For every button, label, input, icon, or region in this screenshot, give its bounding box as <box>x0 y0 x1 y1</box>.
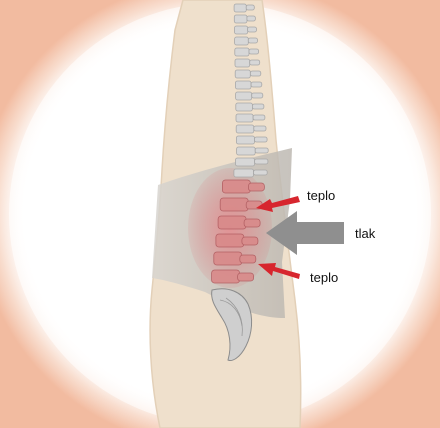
spinous-process <box>249 49 259 54</box>
spinous-process <box>248 38 257 43</box>
spinous-process <box>255 159 268 164</box>
spinous-process <box>247 16 256 21</box>
spinous-process <box>252 104 264 109</box>
lumbar-spinous-process <box>248 183 264 191</box>
lumbar-vertebra <box>212 270 240 283</box>
heat-label-top: teplo <box>307 188 335 203</box>
lumbar-vertebra <box>222 180 250 193</box>
spinous-process <box>251 82 262 87</box>
vertebra <box>235 70 250 78</box>
spinous-process <box>250 71 260 76</box>
lumbar-spinous-process <box>244 219 260 227</box>
pressure-label: tlak <box>355 226 376 241</box>
lumbar-vertebra <box>214 252 242 265</box>
spinous-process <box>252 93 263 98</box>
vertebra <box>235 37 249 45</box>
vertebra <box>234 15 247 23</box>
lumbar-vertebra <box>218 216 246 229</box>
vertebra <box>235 59 250 67</box>
spinous-process <box>253 115 265 120</box>
lumbar-spinous-process <box>242 237 258 245</box>
vertebra <box>236 158 255 166</box>
vertebra <box>236 92 252 100</box>
vertebra <box>236 103 253 111</box>
spinous-process <box>254 126 266 131</box>
vertebra <box>235 26 248 34</box>
vertebra <box>234 169 254 177</box>
spinous-process <box>255 137 268 142</box>
lumbar-spinous-process <box>238 273 254 281</box>
lumbar-vertebra <box>216 234 244 247</box>
spinous-process <box>254 170 268 175</box>
vertebra <box>237 147 256 155</box>
spinous-process <box>255 148 268 153</box>
vertebra <box>236 136 254 144</box>
vertebra <box>236 125 254 133</box>
vertebra <box>234 4 246 12</box>
heat-label-bottom: teplo <box>310 270 338 285</box>
lumbar-vertebra <box>220 198 248 211</box>
spinous-process <box>246 5 254 10</box>
lumbar-spinous-process <box>240 255 256 263</box>
vertebra <box>236 114 253 122</box>
vertebra <box>235 81 251 89</box>
vertebra <box>235 48 249 56</box>
spinous-process <box>248 27 257 32</box>
spinous-process <box>250 60 260 65</box>
